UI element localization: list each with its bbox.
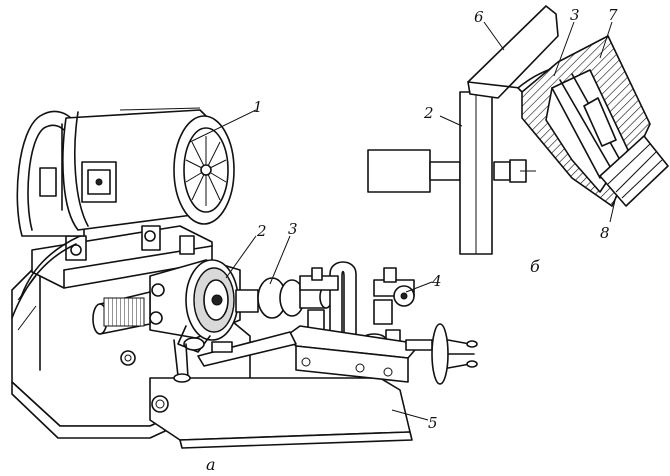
collet-sleeve — [599, 135, 669, 207]
detail-spindle — [367, 149, 431, 193]
feed-screw — [405, 339, 433, 351]
tool-holder — [197, 261, 478, 385]
grinding-head — [92, 259, 333, 383]
callout-grinding-wheel: 2 — [256, 222, 267, 240]
feed-handwheel — [431, 323, 449, 385]
electric-motor — [61, 107, 235, 231]
tool-rest — [467, 5, 559, 99]
view-a-leaders — [189, 109, 433, 421]
callout-detail-drill: 3 — [570, 6, 580, 24]
callout-tool-holder: 4 — [431, 272, 442, 290]
panel-label-a: а — [206, 455, 216, 474]
callout-spindle: 3 — [288, 220, 298, 238]
callout-collet-sleeve: 8 — [600, 224, 610, 242]
callout-base-plate: 5 — [428, 414, 438, 432]
view-a-machine — [11, 107, 478, 449]
panel-label-b: б — [530, 257, 540, 276]
motor-vent-icon — [185, 136, 227, 206]
base-knob — [151, 395, 169, 413]
callout-motor: 1 — [253, 98, 263, 116]
base-plate — [149, 377, 411, 441]
motor-bracket — [31, 225, 213, 289]
callout-detail-wheel: 2 — [423, 104, 434, 122]
view-b-detail — [367, 5, 669, 255]
callout-tool-rest: 6 — [474, 8, 484, 26]
callout-chuck-housing: 7 — [608, 6, 618, 24]
view-b-leaders — [439, 21, 617, 223]
front-knob — [120, 350, 136, 366]
